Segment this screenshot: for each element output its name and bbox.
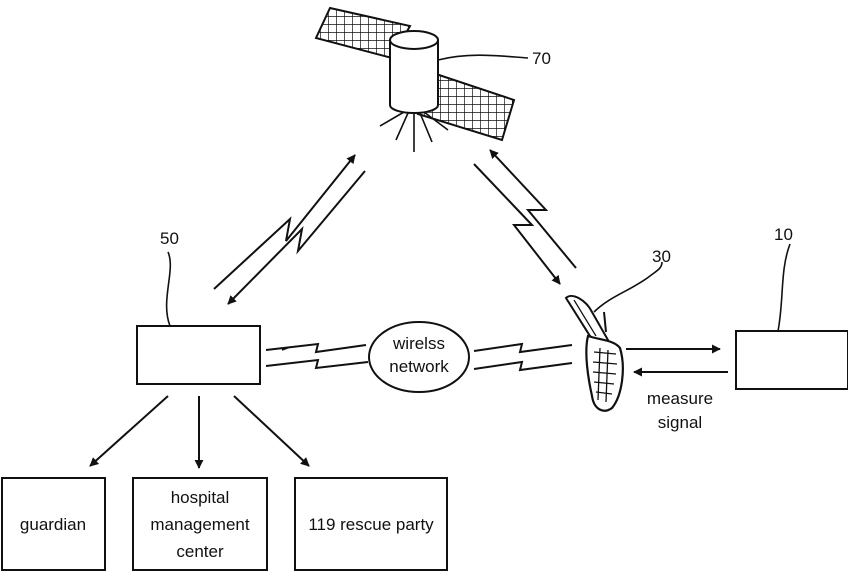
hospital-label-line2: management: [150, 515, 250, 534]
leader-line-10: [778, 244, 790, 331]
rescue-label: 119 rescue party: [308, 515, 434, 534]
ref-label-10: 10: [774, 225, 793, 244]
leader-line-30: [594, 262, 662, 312]
sensor-box: [736, 331, 848, 389]
measure-label-line2: signal: [658, 413, 702, 432]
network-label-line1: wirelss: [392, 334, 445, 353]
ref-label-30: 30: [652, 247, 671, 266]
hospital-label-line3: center: [176, 542, 224, 561]
link-network-phone-lower: [474, 362, 572, 370]
link-server-network-upper: [266, 344, 366, 352]
leader-line-50: [167, 252, 171, 326]
link-server-network-lower: [266, 360, 368, 368]
link-satellite-to-phone: [474, 164, 560, 284]
ref-label-50: 50: [160, 229, 179, 248]
ref-label-70: 70: [532, 49, 551, 68]
leader-line-70: [438, 55, 528, 60]
link-satellite-to-server: [228, 171, 365, 304]
guardian-label: guardian: [20, 515, 86, 534]
link-network-phone-upper: [474, 344, 572, 352]
arrow-to-guardian: [90, 396, 168, 466]
network-label-line2: network: [389, 357, 449, 376]
link-server-to-satellite: [214, 155, 355, 289]
server-box: [137, 326, 260, 384]
mobile-phone-icon: [566, 296, 623, 411]
satellite-icon: [316, 8, 514, 152]
measure-label-line1: measure: [647, 389, 713, 408]
arrow-to-rescue: [234, 396, 309, 466]
hospital-label-line1: hospital: [171, 488, 230, 507]
